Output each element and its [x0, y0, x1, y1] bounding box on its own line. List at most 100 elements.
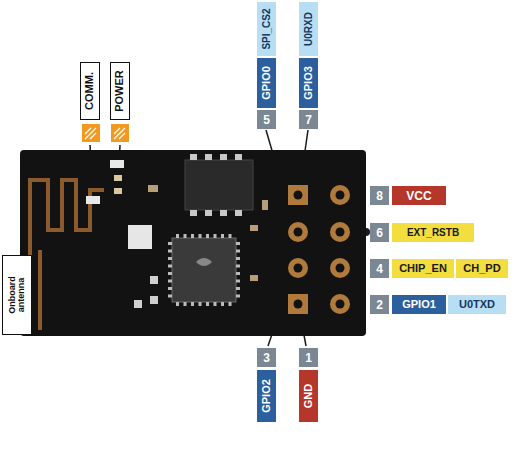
- illustration-rect: [168, 287, 172, 290]
- illustration-rect: [176, 302, 179, 306]
- esp-chip: [168, 234, 240, 306]
- illustration-rect: [205, 154, 212, 160]
- pin-number: 2: [376, 298, 383, 311]
- illustration-rect: [184, 234, 187, 238]
- pin-name: GND: [303, 384, 315, 408]
- illustration-rect: [191, 302, 194, 306]
- illustration-rect: [220, 154, 227, 160]
- capacitor: [262, 200, 268, 210]
- illustration-rect: [168, 257, 172, 260]
- pin-name: GPIO0: [261, 66, 273, 100]
- illustration-rect: [168, 242, 172, 245]
- illustration-circle: [294, 300, 303, 309]
- resistor: [114, 188, 122, 194]
- flash-pins: [190, 154, 242, 216]
- illustration-rect: [236, 287, 240, 290]
- illustration-rect: [191, 234, 194, 238]
- antenna-trace: [30, 180, 104, 330]
- pin-pad: [330, 294, 350, 314]
- pin-name-box: GPIO2: [257, 370, 276, 422]
- led-label: COMM.: [84, 72, 96, 110]
- illustration-rect: [168, 295, 172, 298]
- crystal: [128, 225, 152, 249]
- illustration-circle: [336, 300, 345, 309]
- illustration-rect: [236, 242, 240, 245]
- indicator-icons: [82, 124, 129, 142]
- pin-function-box: EXT_RSTB: [392, 223, 474, 242]
- pin-name: GPIO1: [402, 299, 436, 311]
- illustration-rect: [206, 234, 209, 238]
- pin-pad: [288, 294, 308, 314]
- illustration-rect: [236, 265, 240, 268]
- pin-name: GPIO2: [261, 379, 273, 413]
- pin-number: 7: [305, 113, 312, 126]
- pin-pad: [288, 258, 308, 278]
- pin-name-box: GND: [299, 370, 318, 422]
- illustration-rect: [199, 302, 202, 306]
- pin-number: 8: [376, 189, 383, 202]
- pcb-board: [20, 150, 366, 336]
- pin-name-box: GPIO3: [299, 58, 318, 108]
- pin-number: 5: [263, 113, 270, 126]
- illustration-rect: [236, 280, 240, 283]
- capacitor: [250, 275, 258, 281]
- illustration-rect: [214, 234, 217, 238]
- pin-name-box: GPIO0: [257, 58, 276, 108]
- icon-stroke: [85, 128, 96, 139]
- illustration-circle: [336, 228, 345, 237]
- illustration-rect: [235, 210, 242, 216]
- illustration-rect: [168, 272, 172, 275]
- illustration-rect: [236, 272, 240, 275]
- pin-number-box: 1: [299, 348, 318, 367]
- led-comm: [86, 196, 100, 204]
- pin-function-box: SPI_CS2: [257, 2, 276, 56]
- illustration-rect: [229, 302, 232, 306]
- pin-number-box: 3: [257, 348, 276, 367]
- illustration-rect: [168, 280, 172, 283]
- header-pins: [288, 185, 350, 314]
- illustration-rect: [220, 210, 227, 216]
- flash-chip: [185, 154, 253, 216]
- pin-holes: [294, 191, 345, 309]
- illustration-rect: [190, 154, 197, 160]
- led-label-box: COMM.: [80, 62, 100, 120]
- resistor: [114, 175, 122, 181]
- capacitor: [250, 225, 258, 231]
- illustration-rect: [221, 302, 224, 306]
- pin-function: EXT_RSTB: [407, 227, 459, 238]
- led-power: [110, 160, 124, 168]
- pin-name-box: GPIO1: [392, 295, 446, 314]
- illustration-circle: [336, 264, 345, 273]
- illustration-rect: [221, 234, 224, 238]
- pin-name: GPIO3: [303, 66, 315, 100]
- illustration-rect: [214, 302, 217, 306]
- illustration-rect: [199, 234, 202, 238]
- smd-parts: [86, 160, 268, 308]
- antenna-trace: [38, 250, 42, 330]
- pin-number: 3: [263, 351, 270, 364]
- pin-number-box: 5: [257, 110, 276, 129]
- pin-function: SPI_CS2: [261, 8, 272, 49]
- pin-function-box: U0RXD: [299, 2, 318, 56]
- pin-number: 4: [376, 262, 383, 275]
- capacitor: [150, 276, 158, 284]
- pin-number-box: 2: [370, 295, 389, 314]
- pin-number-box: 4: [370, 259, 389, 278]
- pin-pad: [288, 185, 308, 205]
- capacitor: [134, 300, 142, 308]
- illustration-rect: [236, 257, 240, 260]
- illustration-rect: [235, 154, 242, 160]
- pin-number-box: 7: [299, 110, 318, 129]
- flash-body: [185, 160, 253, 210]
- illustration-circle: [294, 191, 303, 200]
- pin-name: VCC: [406, 189, 431, 202]
- illustration-rect: [168, 265, 172, 268]
- power-icon: [111, 124, 129, 142]
- pin-pad: [288, 222, 308, 242]
- esp-logo: [196, 258, 212, 266]
- pin-number-box: 8: [370, 186, 389, 205]
- pin-function: U0TXD: [459, 299, 495, 311]
- pin-name-box: VCC: [392, 186, 446, 205]
- pin-pad: [330, 185, 350, 205]
